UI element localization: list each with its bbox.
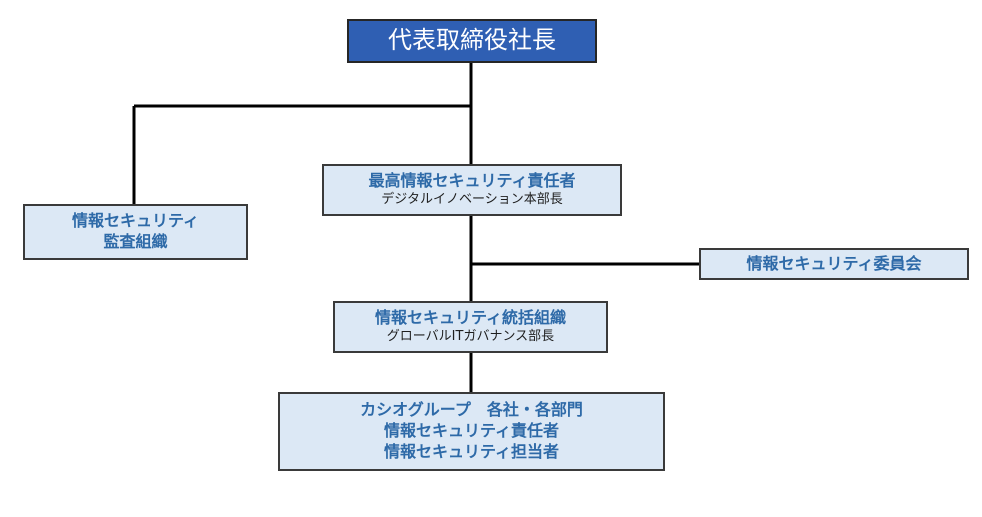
unified-organization-box: 情報セキュリティ統括組織 グローバルITガバナンス部長 [333, 301, 608, 353]
audit-organization-box: 情報セキュリティ 監査組織 [23, 204, 248, 260]
ciso-title: 最高情報セキュリティ責任者 [368, 171, 576, 191]
group-line-3: 情報セキュリティ担当者 [383, 441, 560, 461]
ciso-box: 最高情報セキュリティ責任者 デジタルイノベーション本部長 [322, 164, 622, 216]
ciso-subtitle: デジタルイノベーション本部長 [381, 191, 563, 207]
group-line-1: カシオグループ 各社・各部門 [360, 400, 583, 420]
committee-title: 情報セキュリティ委員会 [746, 253, 922, 273]
committee-box: 情報セキュリティ委員会 [699, 248, 969, 280]
unified-subtitle: グローバルITガバナンス部長 [386, 328, 555, 344]
ceo-box: 代表取締役社長 [347, 19, 597, 63]
unified-title: 情報セキュリティ統括組織 [374, 308, 567, 328]
ceo-title: 代表取締役社長 [388, 26, 556, 55]
audit-line-1: 情報セキュリティ [71, 211, 200, 231]
group-line-2: 情報セキュリティ責任者 [383, 421, 560, 441]
audit-line-2: 監査組織 [103, 232, 168, 251]
group-box: カシオグループ 各社・各部門 情報セキュリティ責任者 情報セキュリティ担当者 [278, 392, 665, 471]
